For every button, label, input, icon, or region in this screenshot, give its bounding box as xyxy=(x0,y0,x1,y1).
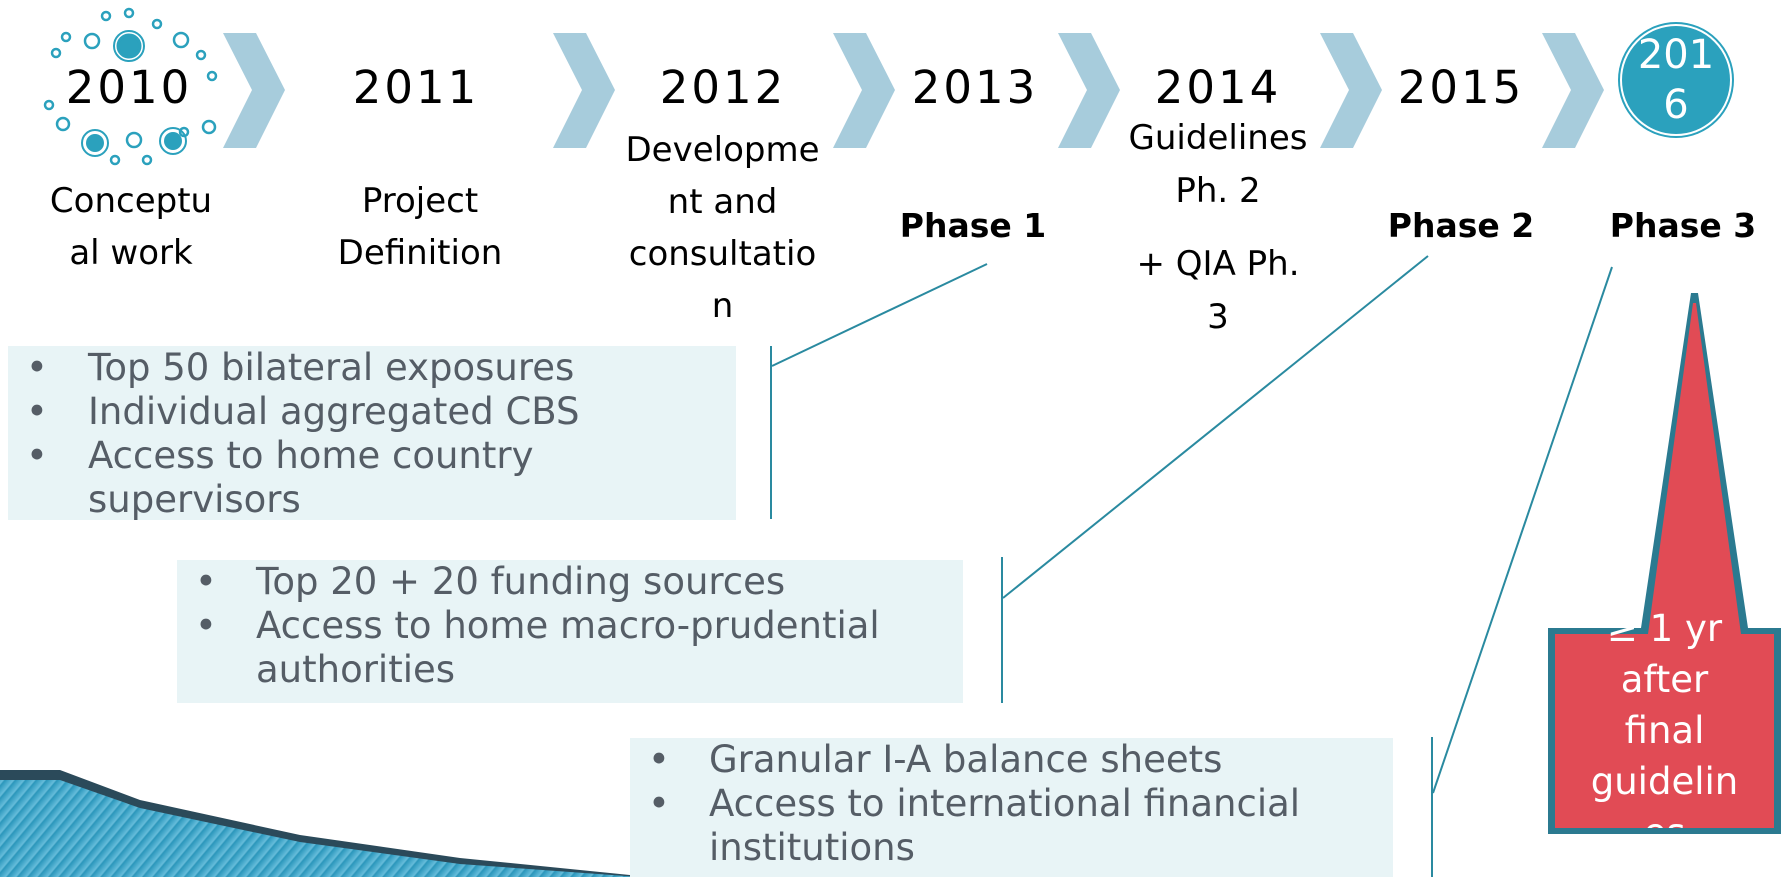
chevron-arrow-2 xyxy=(553,33,615,148)
year-2013: 2013 xyxy=(911,61,1039,114)
callout-shape xyxy=(1548,293,1781,834)
phase-3-box: Granular I-A balance sheets Access to in… xyxy=(630,738,1393,877)
list-item: Access to home country supervisors xyxy=(8,434,736,522)
phase-3-label: Phase 3 xyxy=(1609,206,1757,245)
desc-2014: Guidelines Ph. 2 xyxy=(1128,118,1308,211)
year-2016-circle: 201 6 xyxy=(1620,24,1732,136)
list-item: Individual aggregated CBS xyxy=(8,390,736,434)
phase-1-label: Phase 1 xyxy=(899,206,1047,245)
desc-2012: Developme nt and consultatio n xyxy=(625,130,820,326)
list-item: Granular I-A balance sheets xyxy=(630,738,1393,782)
year-2016: 201 6 xyxy=(1637,32,1715,128)
phase-2-box: Top 20 + 20 funding sources Access to ho… xyxy=(177,560,963,703)
list-item: Access to home macro-prudential authorit… xyxy=(177,604,963,692)
chevron-arrow-6 xyxy=(1542,33,1604,148)
year-2014: 2014 xyxy=(1154,61,1282,114)
chevrons xyxy=(223,33,1604,148)
chevron-arrow-3 xyxy=(833,33,895,148)
year-2012: 2012 xyxy=(659,61,787,114)
phase-1-box: Top 50 bilateral exposures Individual ag… xyxy=(8,346,736,522)
dots-ring-icon xyxy=(43,7,218,166)
list-item: Top 20 + 20 funding sources xyxy=(177,560,963,604)
list-item: Access to international financial instit… xyxy=(630,782,1393,870)
callout-text: ≥ 1 yr after final guidelin es xyxy=(1590,607,1739,828)
year-2011: 2011 xyxy=(352,61,480,114)
phase-2-label: Phase 2 xyxy=(1387,206,1535,245)
year-2015: 2015 xyxy=(1397,61,1525,114)
desc-2014-qia: + QIA Ph. 3 xyxy=(1136,244,1300,337)
chevron-arrow-1 xyxy=(223,33,285,148)
desc-2011: Project Definition xyxy=(337,181,503,273)
chevron-arrow-4 xyxy=(1058,33,1120,148)
list-item: Top 50 bilateral exposures xyxy=(8,346,736,390)
chevron-arrow-5 xyxy=(1320,33,1382,148)
connector-lines xyxy=(770,255,1613,877)
desc-2010: Conceptu al work xyxy=(49,181,213,273)
year-2010: 2010 xyxy=(65,61,193,114)
